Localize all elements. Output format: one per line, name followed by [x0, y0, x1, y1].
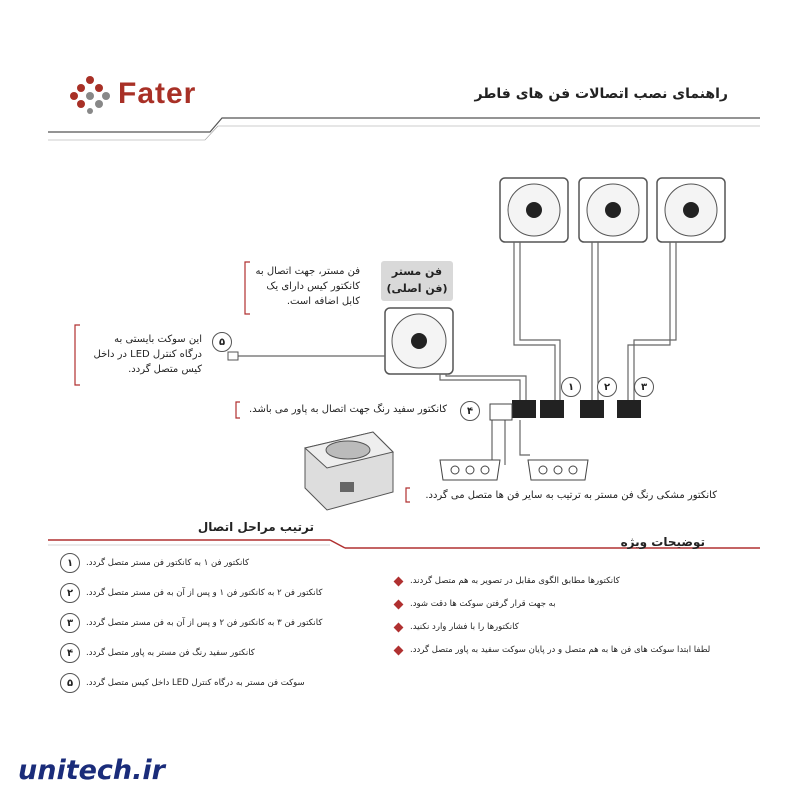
- note-item: کانکتورها را با فشار وارد نکنید.: [393, 622, 725, 632]
- callout-5: ۵: [212, 332, 232, 352]
- step-item: ۴ کانکتور سفید رنگ فن مستر به پاور متصل …: [60, 643, 325, 663]
- step-item: ۳ کانکتور فن ۳ به کانکتور فن ۲ و پس از آ…: [60, 613, 325, 633]
- connector-number-2: ۲: [597, 377, 617, 397]
- connector-number-3: ۳: [634, 377, 654, 397]
- note-item: لطفا ابتدا سوکت های فن ها به هم متصل و د…: [393, 645, 725, 655]
- power-supply: [303, 431, 394, 511]
- molex-connector-right: [527, 459, 589, 481]
- socket-note: این سوکت بایستی به درگاه کنترل LED در دا…: [93, 334, 203, 375]
- notes-list: کانکتورها مطابق الگوی مقابل در تصویر به …: [393, 576, 725, 655]
- step-number: ۵: [60, 673, 80, 693]
- bullet-icon: [393, 599, 404, 609]
- logo-mark-icon: [70, 76, 110, 114]
- step-item: ۵ سوکت فن مستر به درگاه کنترل LED داخل ک…: [60, 673, 325, 693]
- brand-name: Fater: [118, 77, 197, 110]
- notes-title: توضیحات ویژه: [620, 535, 705, 549]
- master-fan: [384, 307, 454, 375]
- step-text: سوکت فن مستر به درگاه کنترل LED داخل کیس…: [86, 678, 305, 688]
- footer-site[interactable]: unitech.ir: [18, 755, 165, 786]
- bullet-icon: [393, 576, 404, 586]
- step-number: ۴: [60, 643, 80, 663]
- step-text: کانکتور فن ۲ به کانکتور فن ۱ و پس از آن …: [86, 588, 323, 598]
- white-connector-note: کانکتور سفید رنگ جهت اتصال به پاور می با…: [249, 404, 447, 415]
- step-number: ۱: [60, 553, 80, 573]
- callout-4: ۴: [460, 401, 480, 421]
- step-item: ۲ کانکتور فن ۲ به کانکتور فن ۱ و پس از آ…: [60, 583, 325, 603]
- connection-diagram: [74, 177, 726, 511]
- connector-number-1: ۱: [561, 377, 581, 397]
- step-number: ۳: [60, 613, 80, 633]
- fan-3: [656, 177, 726, 243]
- step-text: کانکتور سفید رنگ فن مستر به پاور متصل گر…: [86, 648, 255, 658]
- steps-list: ۱ کانکتور فن ۱ به کانکتور فن مستر متصل گ…: [60, 553, 325, 693]
- master-fan-title: فن مستر: [391, 265, 443, 278]
- step-text: کانکتور فن ۱ به کانکتور فن مستر متصل گرد…: [86, 558, 250, 568]
- steps-title: ترتیب مراحل اتصال: [197, 520, 314, 534]
- step-number: ۲: [60, 583, 80, 603]
- master-fan-label: فن مستر (فن اصلی): [381, 261, 453, 301]
- molex-connector-left: [439, 459, 501, 481]
- page-title: راهنمای نصب اتصالات فن های فاطر: [474, 86, 728, 102]
- step-item: ۱ کانکتور فن ۱ به کانکتور فن مستر متصل گ…: [60, 553, 325, 573]
- black-connector-note: کانکتور مشکی رنگ فن مستر به ترتیب به سای…: [425, 490, 717, 501]
- brand-logo: Fater: [68, 74, 196, 114]
- note-item: به جهت قرار گرفتن سوکت ها دقت شود.: [393, 599, 725, 609]
- bullet-icon: [393, 622, 404, 632]
- fan-2: [578, 177, 648, 243]
- master-fan-note: فن مستر، جهت اتصال به کانکتور کیس دارای …: [255, 266, 360, 307]
- step-text: کانکتور فن ۳ به کانکتور فن ۲ و پس از آن …: [86, 618, 323, 628]
- master-fan-subtitle: (فن اصلی): [386, 282, 448, 295]
- bullet-icon: [393, 645, 404, 655]
- note-item: کانکتورها مطابق الگوی مقابل در تصویر به …: [393, 576, 725, 586]
- fan-1: [499, 177, 569, 243]
